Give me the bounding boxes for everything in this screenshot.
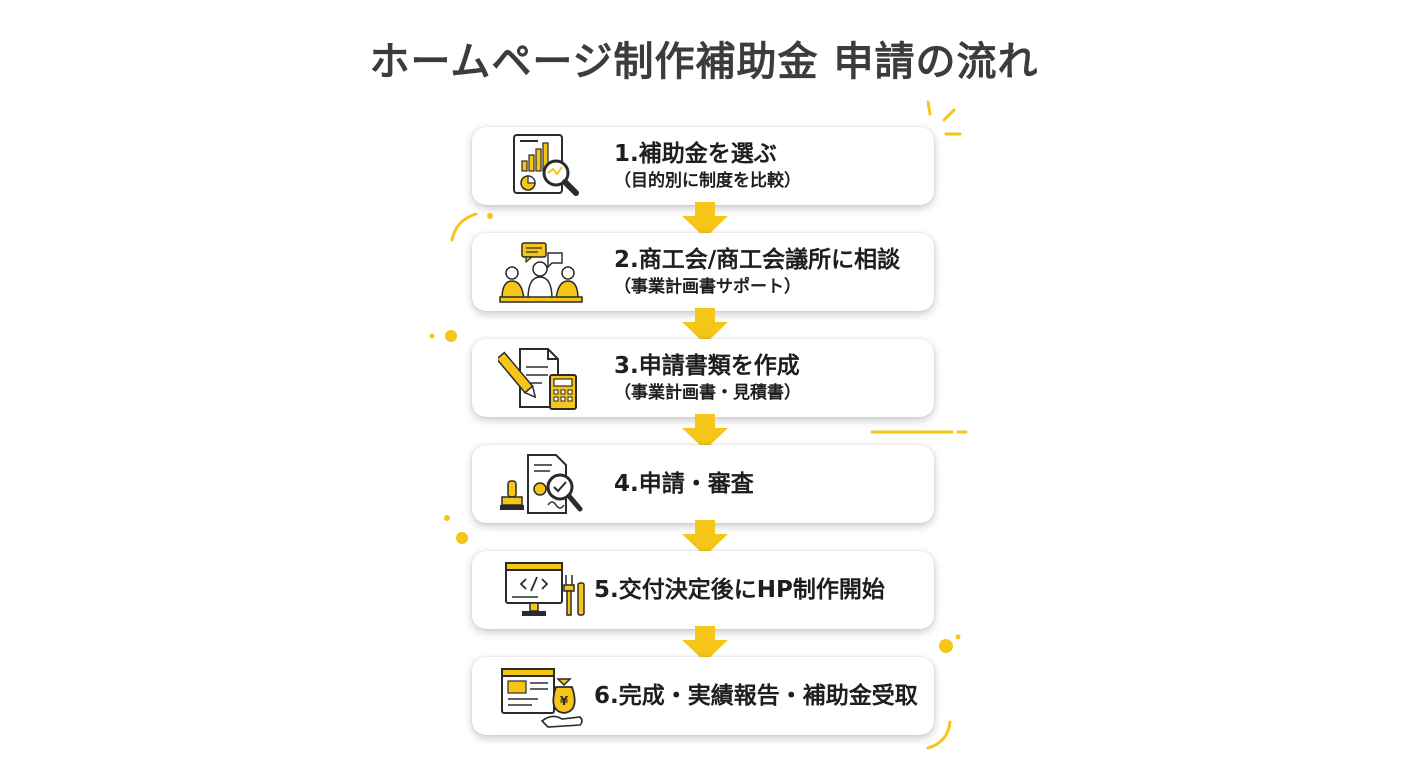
svg-text:¥: ¥ (560, 694, 569, 708)
step-5-label: 5.交付決定後にHP制作開始 (594, 577, 885, 603)
step-4-label: 4.申請・審査 (614, 471, 754, 497)
step-2-sublabel: （事業計画書サポート） (614, 277, 801, 297)
step-1-label: 1.補助金を選ぶ (614, 141, 777, 167)
step-1-card: 1.補助金を選ぶ （目的別に制度を比較） (472, 127, 934, 205)
step-2-card: 2.商工会/商工会議所に相談 （事業計画書サポート） (472, 233, 934, 311)
down-arrow-icon (682, 414, 728, 450)
stamp-review-icon (500, 454, 583, 514)
down-arrow-icon (682, 202, 728, 238)
step-2-label: 2.商工会/商工会議所に相談 (614, 247, 901, 273)
code-monitor-tools-icon (505, 562, 585, 616)
chart-magnifier-icon (513, 134, 579, 196)
down-arrow-icon (682, 308, 728, 344)
meeting-icon (499, 242, 583, 303)
step-3-label: 3.申請書類を作成 (614, 353, 800, 379)
step-4-card: 4.申請・審査 (472, 445, 934, 523)
step-6-card: ¥ 6.完成・実績報告・補助金受取 (472, 657, 934, 735)
page-title: ホームページ制作補助金 申請の流れ (369, 39, 1039, 85)
down-arrow-icon (682, 626, 728, 662)
down-arrow-icon (682, 520, 728, 556)
step-5-card: 5.交付決定後にHP制作開始 (472, 551, 934, 629)
document-calculator-icon (498, 348, 577, 410)
webpage-money-bag-icon: ¥ (501, 668, 583, 728)
step-3-card: 3.申請書類を作成 （事業計画書・見積書） (472, 339, 934, 417)
step-6-label: 6.完成・実績報告・補助金受取 (594, 683, 918, 709)
step-1-sublabel: （目的別に制度を比較） (614, 171, 801, 191)
step-3-sublabel: （事業計画書・見積書） (614, 383, 801, 403)
